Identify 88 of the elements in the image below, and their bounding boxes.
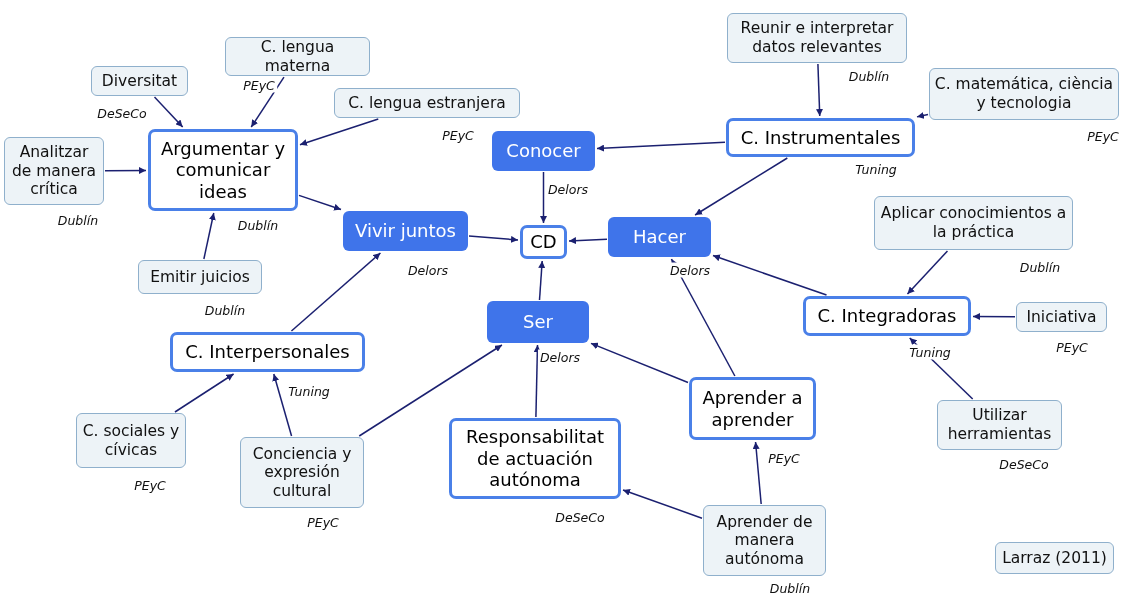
node-text: Aplicar conocimientos a la práctica (879, 204, 1068, 242)
node-text: C. matemática, ciència y tecnologia (933, 75, 1115, 113)
concept-box (4, 137, 104, 205)
concept-box (1016, 302, 1107, 332)
node-text: Aprender a aprender (701, 386, 804, 431)
concept-box (727, 13, 907, 63)
source-label: Tuning (907, 344, 953, 360)
node-text: Diversitat (100, 71, 179, 91)
arrow (153, 96, 184, 128)
competence-box (726, 118, 915, 157)
competence-box (803, 296, 971, 336)
concept-box (703, 505, 826, 576)
node-text: Ser (522, 311, 554, 333)
node-text: Emitir juicios (149, 267, 251, 287)
arrow (538, 260, 546, 301)
arrow (533, 344, 541, 418)
arrow (468, 235, 519, 243)
arrow (272, 373, 293, 437)
node-text: CD (529, 231, 558, 253)
node-text: C. lengua estranjera (347, 93, 507, 113)
node-text: C. sociales y cívicas (81, 421, 181, 460)
competence-box (689, 377, 816, 440)
source-label: Delors (405, 262, 451, 278)
arrow (906, 250, 949, 295)
pillar-box (343, 211, 468, 251)
node-text: Hacer (632, 226, 687, 248)
node-text: Utilizar herramientas (946, 406, 1053, 444)
concept-box (225, 37, 370, 77)
node-text: Responsabilitat de actuación autónoma (465, 426, 605, 491)
node-text: C. Integradoras (816, 305, 958, 327)
arrow (540, 171, 547, 224)
node-text: C. lengua materna (259, 38, 336, 76)
node-text: C. Instrumentales (739, 126, 902, 149)
arrow (290, 252, 382, 332)
competence-box (449, 418, 621, 499)
node-text: Reunir e interpretar datos relevantes (739, 19, 895, 57)
competence-box (520, 225, 567, 259)
node-text: Aprender de manera autónoma (715, 512, 814, 569)
arrow (358, 344, 503, 437)
source-label: Tuning (286, 383, 332, 399)
concept-box (76, 413, 186, 468)
arrow (972, 313, 1016, 321)
arrow (299, 118, 380, 146)
arrow (203, 212, 216, 260)
concept-box (138, 260, 262, 294)
node-text: Argumentar y comunicar ideas (159, 137, 287, 203)
arrow (590, 342, 689, 384)
concept-box (334, 88, 520, 118)
source-label: Dublín (202, 302, 248, 318)
concept-box (240, 437, 364, 508)
pillar-box (487, 301, 589, 343)
source-label: Dublín (846, 68, 892, 84)
arrow (596, 141, 726, 152)
competence-box (148, 129, 298, 211)
concept-box (937, 400, 1062, 450)
arrow (752, 441, 762, 505)
node-text: Vivir juntos (354, 220, 457, 242)
node-text: C. Interpersonales (184, 341, 351, 363)
arrow (568, 237, 608, 245)
arrow (250, 76, 285, 128)
concept-box (929, 68, 1119, 120)
competence-box (170, 332, 365, 372)
source-label: Dublín (1017, 259, 1063, 275)
node-text: Iniciativa (1025, 307, 1098, 327)
source-label: Delors (537, 349, 583, 365)
concept-box (874, 196, 1073, 250)
node-text: Conocer (505, 140, 582, 162)
pillar-box (492, 131, 595, 171)
concept-box (995, 542, 1114, 574)
concept-box (91, 66, 188, 96)
arrow (104, 167, 147, 174)
arrow (712, 254, 828, 296)
arrow (816, 63, 823, 117)
node-text: Analitzar de manera crítica (10, 143, 98, 199)
source-label: Dublín (767, 580, 813, 596)
arrow (622, 489, 703, 519)
source-label: Delors (545, 181, 591, 197)
source-label: Dublín (55, 212, 101, 228)
source-label: Dublín (235, 217, 281, 233)
source-label: Delors (667, 262, 713, 278)
pillar-box (608, 217, 711, 257)
source-label: Tuning (853, 161, 899, 177)
node-text: Larraz (2011) (1001, 548, 1108, 568)
arrow (694, 157, 789, 216)
arrow (916, 112, 929, 119)
arrow (174, 373, 235, 413)
arrow (298, 194, 342, 211)
node-text: Conciencia y expresión cultural (251, 444, 353, 501)
